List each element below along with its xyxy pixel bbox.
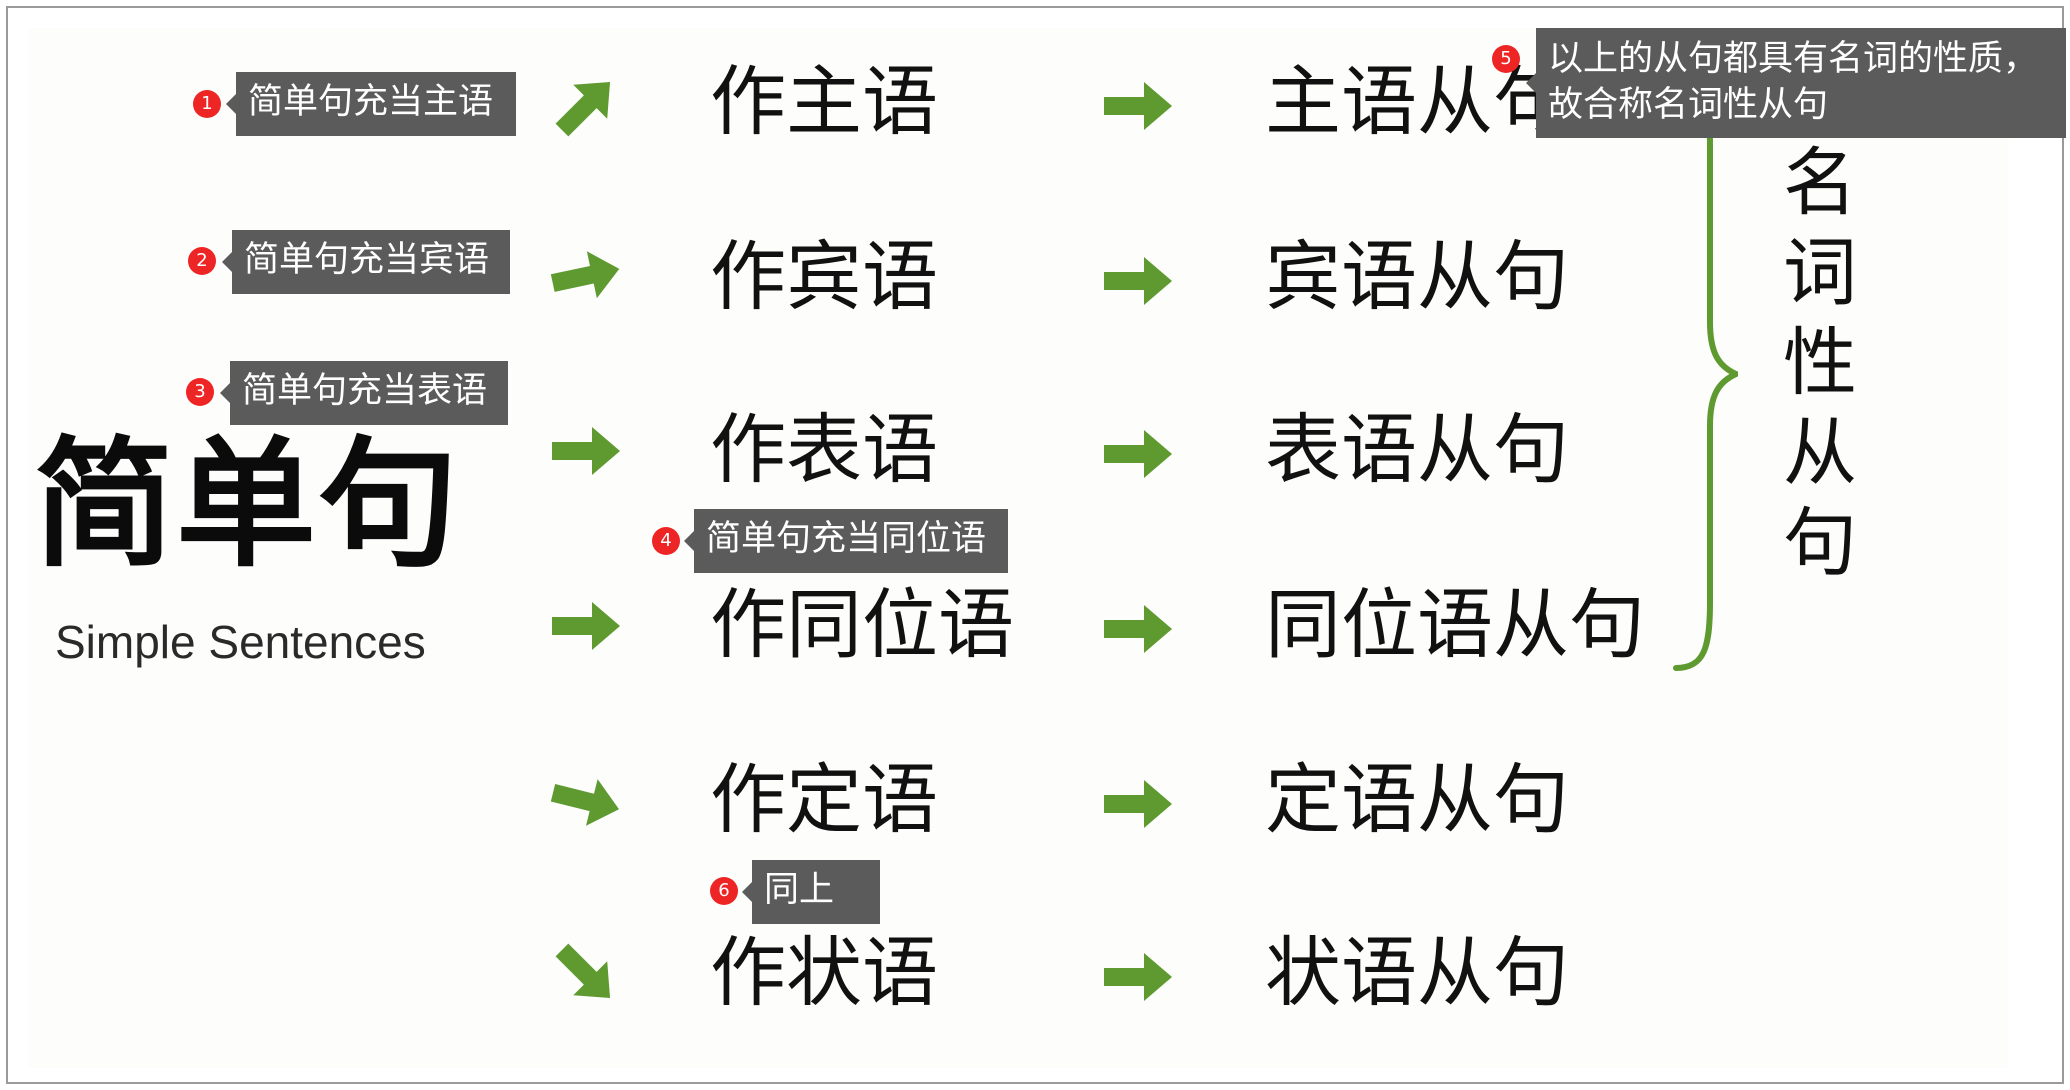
group-label-vertical: 名 词 性 从 句: [1775, 138, 1865, 588]
arrow-row-5: [546, 761, 626, 841]
title-english: Simple Sentences: [55, 616, 426, 668]
annotation-note-line: 以上的从句都具有名词的性质，: [1548, 39, 2039, 79]
annotation-note[interactable]: 简单句充当宾语: [222, 230, 510, 294]
annotation-marker[interactable]: 1: [193, 90, 221, 118]
role-label: 作宾语: [710, 232, 938, 321]
role-label: 作定语: [710, 755, 938, 844]
role-label: 作状语: [710, 928, 938, 1017]
annotation-note-line: 故合称名词性从句: [1548, 85, 1829, 125]
group-label-char: 从: [1783, 410, 1857, 496]
annotation-note[interactable]: 以上的从句都具有名词的性质， 故合称名词性从句: [1526, 28, 2066, 138]
annotation-marker[interactable]: 2: [188, 247, 216, 275]
clause-label: 定语从句: [1265, 755, 1569, 844]
grouping-brace: [1668, 76, 1738, 672]
arrow-middle-5: [1098, 764, 1178, 844]
annotation-marker[interactable]: 6: [710, 877, 738, 905]
arrow-row-4: [546, 586, 626, 666]
annotation-marker[interactable]: 4: [652, 527, 680, 555]
annotation-note[interactable]: 同上: [742, 860, 880, 924]
group-label-char: 句: [1783, 500, 1857, 586]
annotation-note[interactable]: 简单句充当表语: [220, 361, 508, 425]
group-label-char: 词: [1783, 230, 1857, 316]
clause-label: 表语从句: [1265, 405, 1569, 494]
arrow-middle-1: [1098, 66, 1178, 146]
group-label-char: 性: [1783, 320, 1857, 406]
annotation-note[interactable]: 简单句充当同位语: [684, 509, 1008, 573]
role-label: 作同位语: [710, 580, 1014, 669]
role-label: 作表语: [710, 405, 938, 494]
arrow-middle-4: [1098, 589, 1178, 669]
clause-label: 同位语从句: [1265, 580, 1645, 669]
role-label: 作主语: [710, 57, 938, 146]
annotation-note[interactable]: 简单句充当主语: [226, 72, 516, 136]
arrow-row-3: [546, 411, 626, 491]
arrow-middle-6: [1098, 937, 1178, 1017]
arrow-middle-3: [1098, 414, 1178, 494]
arrow-row-1: [546, 66, 626, 146]
slide-background: [28, 28, 2008, 1068]
clause-label: 主语从句: [1265, 57, 1569, 146]
arrow-row-6: [546, 934, 626, 1014]
title-chinese: 简单句: [34, 423, 461, 587]
arrow-middle-2: [1098, 241, 1178, 321]
clause-label: 宾语从句: [1265, 232, 1569, 321]
arrow-row-2: [546, 236, 626, 316]
annotation-marker[interactable]: 3: [186, 378, 214, 406]
annotation-marker[interactable]: 5: [1492, 45, 1520, 73]
slide-frame: [6, 6, 2064, 1084]
group-label-char: 名: [1783, 140, 1857, 226]
clause-label: 状语从句: [1265, 928, 1569, 1017]
